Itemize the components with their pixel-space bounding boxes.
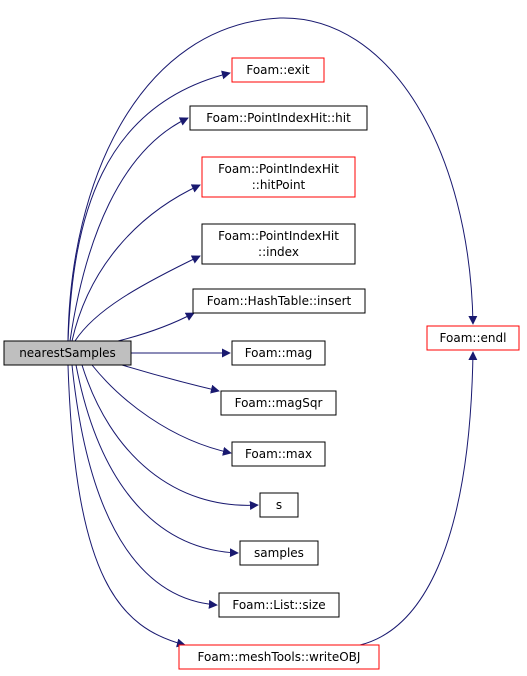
edge-root-to-hit — [69, 117, 189, 342]
node-s[interactable]: s — [259, 492, 299, 518]
node-label-size: Foam::List::size — [232, 598, 325, 612]
node-box-hitpoint — [201, 156, 356, 198]
node-writeobj[interactable]: Foam::meshTools::writeOBJ — [178, 644, 380, 670]
edge-root-to-insert — [117, 312, 195, 342]
node-label-magsqr: Foam::magSqr — [235, 396, 323, 410]
node-exit[interactable]: Foam::exit — [231, 57, 325, 83]
edge-root-to-samples — [75, 364, 239, 558]
node-label-max: Foam::max — [245, 447, 312, 461]
node-hit[interactable]: Foam::PointIndexHit::hit — [189, 105, 368, 131]
node-root[interactable]: nearestSamples — [3, 340, 132, 366]
node-box-hit — [189, 105, 368, 131]
edge-root-to-s — [81, 364, 259, 510]
node-max[interactable]: Foam::max — [231, 441, 326, 467]
edge-root-to-endl — [67, 17, 478, 342]
edge-root-to-hitpoint — [71, 184, 201, 342]
node-label-writeobj: Foam::meshTools::writeOBJ — [198, 650, 361, 664]
edge-root-to-max — [91, 364, 232, 456]
node-label-s: s — [276, 498, 282, 512]
node-size[interactable]: Foam::List::size — [218, 592, 340, 618]
node-box-mag — [231, 340, 326, 366]
edge-root-to-size — [71, 364, 218, 609]
node-samples[interactable]: samples — [239, 540, 319, 566]
edge-root-to-exit — [67, 70, 231, 342]
node-box-insert — [192, 288, 366, 314]
node-label-hitpoint-line-2: ::hitPoint — [252, 178, 306, 192]
node-label-endl: Foam::endl — [440, 331, 507, 345]
node-box-exit — [231, 57, 325, 83]
node-box-s — [259, 492, 299, 518]
node-box-index — [201, 223, 356, 265]
node-label-samples: samples — [254, 546, 304, 560]
edge-root-to-writeobj — [67, 364, 186, 648]
node-box-size — [218, 592, 340, 618]
node-insert[interactable]: Foam::HashTable::insert — [192, 288, 366, 314]
edge-writeobj-to-endl — [359, 351, 478, 646]
node-box-writeobj — [178, 644, 380, 670]
node-endl[interactable]: Foam::endl — [426, 325, 520, 351]
node-label-index-line-1: Foam::PointIndexHit — [218, 229, 339, 243]
node-index[interactable]: Foam::PointIndexHit::index — [201, 223, 356, 265]
node-label-index-line-2: ::index — [258, 245, 299, 259]
node-label-hitpoint-line-1: Foam::PointIndexHit — [218, 162, 339, 176]
node-label-root: nearestSamples — [19, 346, 116, 360]
node-box-endl — [426, 325, 520, 351]
node-label-insert: Foam::HashTable::insert — [207, 294, 352, 308]
edge-root-to-index — [74, 255, 201, 342]
node-label-exit: Foam::exit — [246, 63, 310, 77]
node-label-hit: Foam::PointIndexHit::hit — [206, 111, 351, 125]
node-mag[interactable]: Foam::mag — [231, 340, 326, 366]
node-box-samples — [239, 540, 319, 566]
node-box-root — [3, 340, 132, 366]
node-box-magsqr — [220, 390, 337, 416]
node-box-max — [231, 441, 326, 467]
edge-root-to-magsqr — [121, 364, 220, 394]
node-label-mag: Foam::mag — [245, 346, 313, 360]
node-hitpoint[interactable]: Foam::PointIndexHit::hitPoint — [201, 156, 356, 198]
node-magsqr[interactable]: Foam::magSqr — [220, 390, 337, 416]
